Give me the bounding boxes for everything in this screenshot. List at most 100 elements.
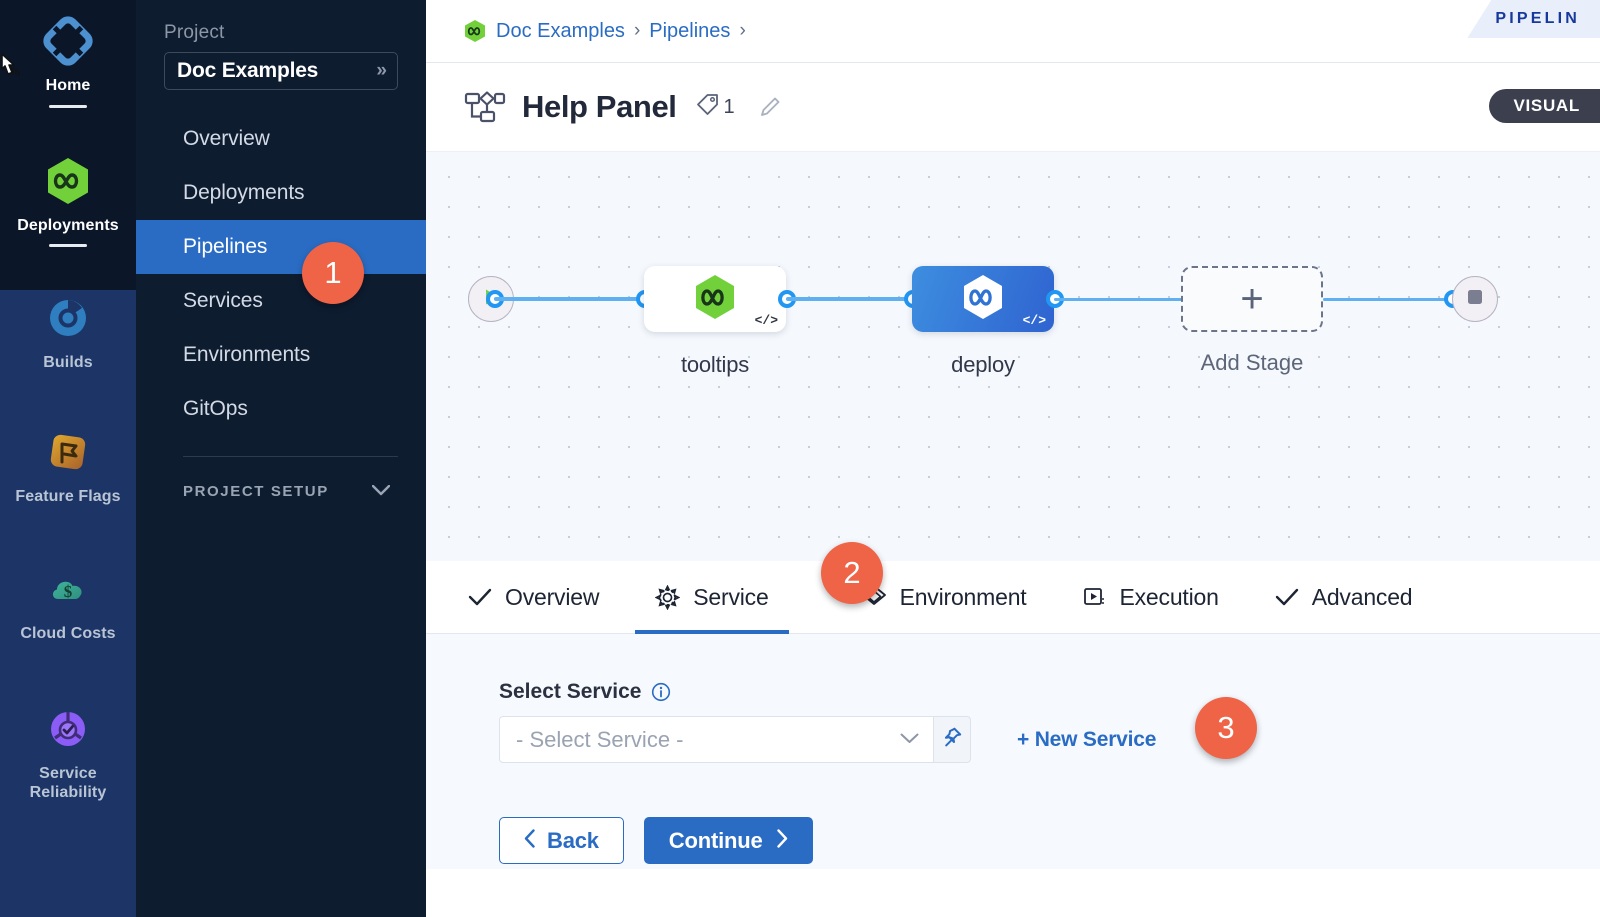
back-button-label: Back (547, 827, 599, 853)
module-item-underline (49, 104, 87, 108)
new-service-button[interactable]: + New Service (1017, 727, 1157, 751)
project-selector-name: Doc Examples (177, 59, 319, 82)
service-reliability-icon (41, 702, 95, 756)
service-config-pane: Select Service - Select Service - (426, 634, 1600, 869)
page-title: Help Panel (522, 89, 677, 124)
select-service-dropdown[interactable]: - Select Service - (499, 716, 934, 763)
harness-white-hexagon-icon (960, 273, 1006, 326)
harness-green-hexagon-icon (692, 273, 738, 326)
pipeline-edge-3 (1054, 298, 1182, 301)
breadcrumb-separator: › (633, 20, 641, 41)
tags-indicator[interactable]: 1 (695, 92, 735, 123)
sidebar-project-setup[interactable]: PROJECT SETUP (136, 483, 426, 500)
module-item-service-reliability[interactable]: Service Reliability (0, 688, 136, 803)
cloud-costs-icon: $ (41, 562, 95, 616)
select-service-row: - Select Service - + New Service (499, 716, 1600, 763)
pin-button[interactable] (934, 716, 971, 763)
pipeline-stage-deploy[interactable]: </> (912, 266, 1054, 332)
chevron-left-icon (524, 828, 536, 853)
continue-button[interactable]: Continue (643, 817, 813, 864)
module-item-label: Feature Flags (15, 487, 121, 505)
project-selector[interactable]: Doc Examples » (164, 52, 398, 90)
module-item-feature-flags[interactable]: Feature Flags (0, 411, 136, 507)
sidebar-divider (183, 456, 398, 457)
module-item-label: Service Reliability (29, 764, 107, 802)
tag-count: 1 (723, 95, 735, 118)
home-diamond-icon (41, 14, 95, 68)
pipeline-edge-4 (1323, 298, 1453, 301)
sidebar-item-label: Pipelines (183, 235, 268, 258)
module-rail-lower-bg (0, 290, 136, 917)
form-actions: Back Continue (499, 817, 1600, 864)
tab-overview[interactable]: Overview (466, 561, 601, 634)
pipeline-ribbon-label: PIPELIN (1495, 10, 1580, 27)
sidebar-item-pipelines[interactable]: Pipelines (136, 220, 426, 274)
sidebar-item-deployments[interactable]: Deployments (136, 166, 426, 220)
module-item-home[interactable]: Home (0, 0, 136, 108)
project-nav: Project Doc Examples » Overview Deployme… (136, 0, 426, 917)
pipeline-stage-tooltips[interactable]: </> (644, 266, 786, 332)
pipeline-stage-label: deploy (951, 352, 1015, 377)
info-icon[interactable] (651, 682, 671, 702)
pipeline-end-node[interactable] (1452, 276, 1498, 322)
breadcrumb-item-pipelines[interactable]: Pipelines (649, 19, 731, 42)
pencil-icon[interactable] (757, 94, 783, 120)
sidebar-item-environments[interactable]: Environments (136, 328, 426, 382)
breadcrumb-separator: › (739, 20, 746, 41)
chevron-double-right-icon: » (376, 60, 387, 81)
harness-hexagon-icon (464, 19, 486, 43)
sidebar-item-gitops[interactable]: GitOps (136, 382, 426, 436)
module-item-deployments[interactable]: Deployments (0, 140, 136, 248)
pin-icon (942, 727, 962, 752)
sidebar-item-label: GitOps (183, 397, 248, 420)
pipeline-edge-2 (786, 297, 916, 301)
mouse-cursor-icon (0, 52, 26, 86)
deployments-hexagon-icon (41, 154, 95, 208)
module-item-builds[interactable]: Builds (0, 277, 136, 373)
sidebar-project-setup-label: PROJECT SETUP (183, 483, 329, 500)
tab-label: Environment (899, 583, 1027, 610)
page-header: Help Panel 1 VISUAL (426, 63, 1600, 151)
add-stage-button[interactable]: + (1181, 266, 1323, 332)
pipeline-canvas[interactable]: </> tooltips </> deploy (426, 151, 1600, 561)
sidebar-item-overview[interactable]: Overview (136, 112, 426, 166)
step-badge-2: 2 (821, 542, 883, 604)
tab-advanced[interactable]: Advanced (1273, 561, 1415, 634)
node-code-badge: </> (754, 313, 778, 328)
add-stage-label: Add Stage (1200, 350, 1304, 375)
sidebar-item-services[interactable]: Services (136, 274, 426, 328)
tab-service[interactable]: Service (635, 561, 789, 634)
step-badge-3: 3 (1195, 697, 1257, 759)
module-item-label: Builds (43, 354, 93, 372)
step-badge-1: 1 (302, 242, 364, 304)
sidebar-item-label: Overview (183, 127, 270, 150)
pipeline-diagram-icon (464, 90, 506, 124)
module-rail: Home Deployments Builds (0, 0, 136, 917)
back-button[interactable]: Back (499, 817, 624, 864)
check-icon (1275, 587, 1299, 607)
select-service-label: Select Service (499, 680, 1600, 704)
pipeline-stage-label: tooltips (680, 352, 750, 377)
plus-icon: + (1240, 277, 1264, 321)
chevron-down-icon (900, 731, 919, 748)
select-service-value: - Select Service - (516, 726, 684, 752)
tab-execution[interactable]: Execution (1080, 561, 1220, 634)
tab-environment[interactable]: Environment (859, 561, 1029, 634)
pipeline-edge-1 (494, 297, 644, 301)
tab-label: Overview (505, 583, 600, 610)
module-item-label: Home (45, 77, 91, 94)
sidebar-item-label: Environments (183, 343, 311, 366)
visual-mode-badge[interactable]: VISUAL (1489, 89, 1600, 123)
tab-label: Execution (1119, 583, 1219, 610)
project-section-label: Project (164, 22, 225, 43)
tab-label: Advanced (1311, 583, 1413, 610)
chevron-right-icon (776, 828, 788, 853)
breadcrumb-item-project[interactable]: Doc Examples (496, 19, 625, 42)
project-nav-items: Overview Deployments Pipelines Services … (136, 112, 426, 436)
continue-button-label: Continue (668, 827, 763, 853)
module-item-cloud-costs[interactable]: $ Cloud Costs (0, 548, 136, 644)
stage-tabs: Overview Service (426, 561, 1600, 634)
module-item-label: Cloud Costs (20, 625, 116, 643)
chevron-down-icon (371, 483, 391, 500)
